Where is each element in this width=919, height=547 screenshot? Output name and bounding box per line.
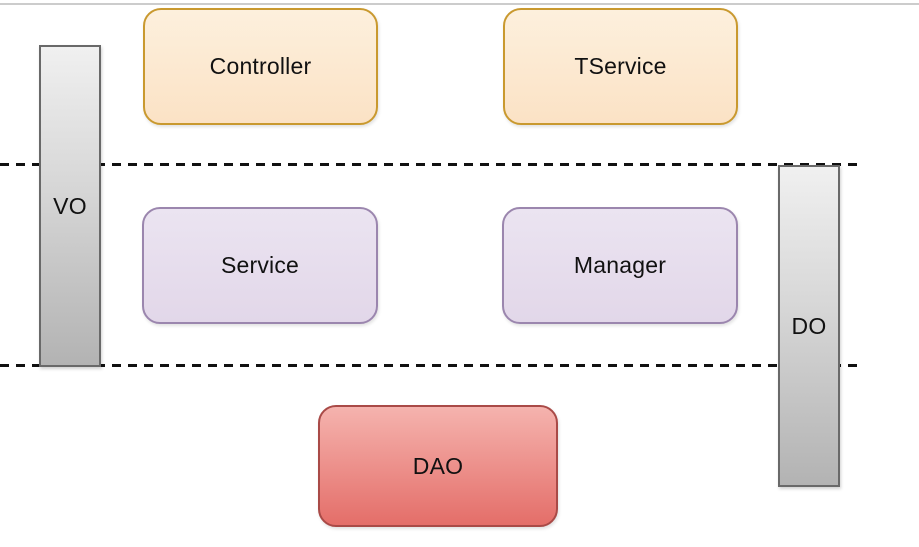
- do-label: DO: [791, 312, 827, 339]
- node-service: Service: [142, 207, 378, 324]
- tservice-label: TService: [574, 53, 667, 79]
- top-border-line: [0, 3, 919, 5]
- node-dao: DAO: [318, 405, 558, 527]
- layer-divider-top: [0, 163, 858, 166]
- controller-label: Controller: [209, 53, 312, 79]
- service-label: Service: [220, 252, 300, 278]
- node-vo-bar: VO: [39, 45, 101, 367]
- layer-divider-bottom: [0, 364, 858, 367]
- node-manager: Manager: [502, 207, 738, 324]
- manager-label: Manager: [573, 252, 667, 278]
- node-controller: Controller: [143, 8, 378, 125]
- node-do-bar: DO: [778, 165, 840, 487]
- node-tservice: TService: [503, 8, 738, 125]
- vo-label: VO: [53, 192, 87, 219]
- dao-label: DAO: [412, 452, 464, 479]
